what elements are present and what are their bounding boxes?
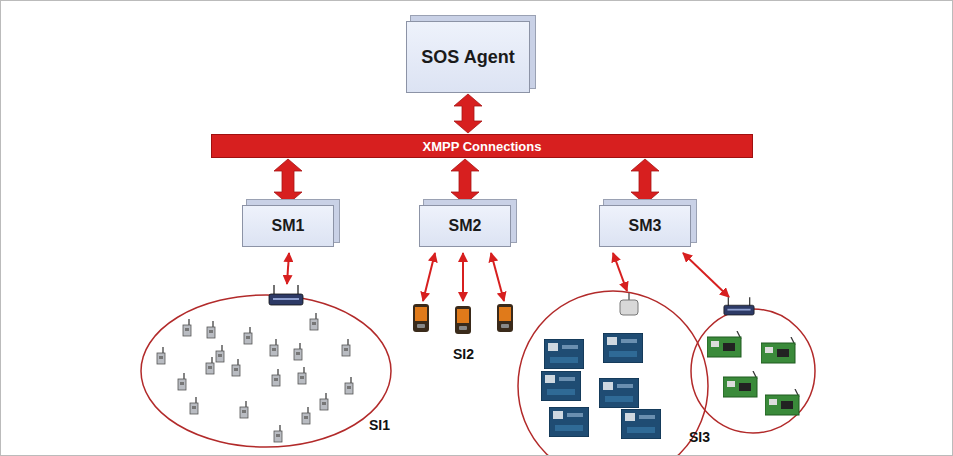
node-label: XMPP Connections <box>423 139 542 154</box>
node-label: SM1 <box>272 217 305 235</box>
board-icon <box>621 409 661 439</box>
board-icon <box>541 371 581 401</box>
pda-icon <box>455 306 471 334</box>
mote-icon <box>232 359 240 376</box>
connection-arrow <box>631 159 659 204</box>
manager-box: SM2 <box>419 205 511 247</box>
board-icon <box>761 337 795 363</box>
mote-icon <box>272 369 280 386</box>
link-arrow <box>287 253 289 284</box>
board-icon <box>549 407 589 437</box>
board-icon <box>723 371 757 397</box>
node-label: SOS Agent <box>421 47 514 68</box>
sensor-boards <box>541 331 799 439</box>
group-label: SI3 <box>689 429 710 445</box>
group-label: SI2 <box>453 346 474 362</box>
mote-icon <box>310 313 318 330</box>
mote-icon <box>270 339 278 356</box>
router-icon <box>724 297 754 315</box>
manager-box: SM3 <box>599 205 691 247</box>
mote-icon <box>207 321 215 338</box>
group-label: SI1 <box>369 417 390 433</box>
group-circle <box>518 291 708 456</box>
mote-icon <box>157 347 165 364</box>
mote-icon <box>244 327 252 344</box>
connection-arrow <box>454 94 482 133</box>
group-ellipse <box>141 295 391 447</box>
pda-icon <box>497 304 513 332</box>
board-icon <box>707 331 741 357</box>
mote-icon <box>274 425 282 442</box>
mote-icon <box>178 373 186 390</box>
board-icon <box>544 339 584 369</box>
link-arrow <box>462 253 464 301</box>
mote-icon <box>345 377 353 394</box>
mote-icon <box>206 357 214 374</box>
router-icon <box>269 285 303 305</box>
link-arrow <box>683 253 729 297</box>
connection-arrow <box>274 159 302 204</box>
mote-icon <box>342 339 350 356</box>
board-icon <box>603 333 643 363</box>
mote-icon <box>240 401 248 418</box>
board-icon <box>599 378 639 408</box>
mote-icon <box>320 393 328 410</box>
node-label: SM3 <box>629 217 662 235</box>
connection-band: XMPP Connections <box>211 134 753 158</box>
mote-icon <box>183 319 191 336</box>
link-arrow <box>491 253 504 301</box>
group-circle <box>691 309 815 433</box>
sensor-group-outlines <box>141 291 815 456</box>
sensor-motes <box>157 313 353 442</box>
pda-devices <box>413 304 513 334</box>
small-arrows <box>287 253 729 301</box>
access-point-icon <box>620 293 638 315</box>
pda-icon <box>413 304 429 332</box>
agent-box: SOS Agent <box>406 21 530 93</box>
manager-box: SM1 <box>242 205 334 247</box>
link-arrow <box>613 253 627 291</box>
board-icon <box>765 389 799 415</box>
mote-icon <box>302 407 310 424</box>
connection-arrow <box>451 159 479 204</box>
link-arrow <box>423 253 435 301</box>
mote-icon <box>216 345 224 362</box>
mote-icon <box>298 367 306 384</box>
node-label: SM2 <box>449 217 482 235</box>
mote-icon <box>190 397 198 414</box>
mote-icon <box>294 343 302 360</box>
